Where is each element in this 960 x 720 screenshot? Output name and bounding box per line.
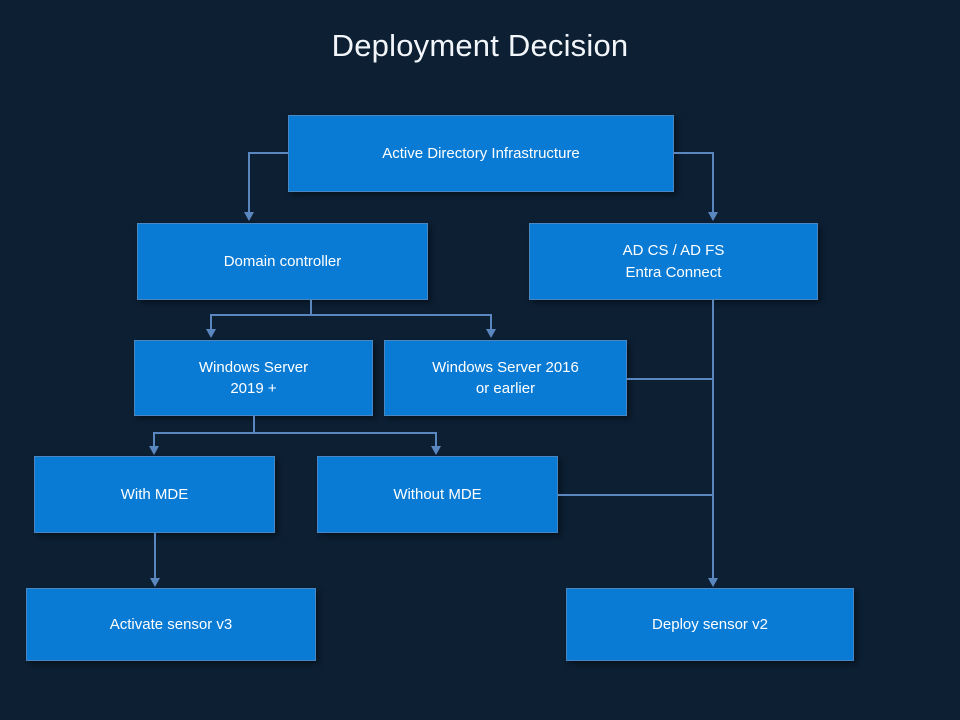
connector-root-to-adcs-horizontal — [673, 152, 714, 154]
connector-ws2019-split-bar — [153, 432, 437, 434]
connector-with-mde-to-activate-sensor-v3 — [154, 533, 156, 579]
node-activate-sensor-v3[interactable]: Activate sensor v3 — [26, 588, 316, 661]
arrow-right-trunk-to-deploy-sensor-v2 — [708, 578, 718, 587]
arrow-ws2019-to-with-mde — [149, 446, 159, 455]
arrow-root-to-domain-controller — [244, 212, 254, 221]
connector-domain-controller-to-ws2016-drop — [490, 314, 492, 329]
arrow-root-to-adcs — [708, 212, 718, 221]
node-with-mde[interactable]: With MDE — [34, 456, 275, 533]
connector-root-to-domain-controller-horizontal — [248, 152, 289, 154]
connector-ws2019-stem — [253, 416, 255, 433]
connector-root-to-domain-controller-vertical — [248, 152, 250, 212]
connector-domain-controller-split-bar — [210, 314, 492, 316]
node-domain-controller[interactable]: Domain controller — [137, 223, 428, 300]
arrow-domain-controller-to-ws2019 — [206, 329, 216, 338]
connector-ws2016-to-right-trunk — [627, 378, 714, 380]
node-active-directory-infrastructure[interactable]: Active Directory Infrastructure — [288, 115, 674, 192]
node-deploy-sensor-v2[interactable]: Deploy sensor v2 — [566, 588, 854, 661]
connector-without-mde-to-right-trunk — [558, 494, 714, 496]
connector-ws2019-to-without-mde-drop — [435, 432, 437, 446]
arrow-with-mde-to-activate-sensor-v3 — [150, 578, 160, 587]
connector-root-to-adcs-vertical — [712, 152, 714, 212]
node-without-mde[interactable]: Without MDE — [317, 456, 558, 533]
node-adcs-adfs-entra-connect[interactable]: AD CS / AD FS Entra Connect — [529, 223, 818, 300]
connector-domain-controller-stem — [310, 300, 312, 315]
node-windows-server-2016-or-earlier[interactable]: Windows Server 2016 or earlier — [384, 340, 627, 416]
arrow-ws2019-to-without-mde — [431, 446, 441, 455]
arrow-domain-controller-to-ws2016 — [486, 329, 496, 338]
node-windows-server-2019-plus[interactable]: Windows Server 2019 + — [134, 340, 373, 416]
connector-right-trunk-vertical — [712, 300, 714, 580]
connector-domain-controller-to-ws2019-drop — [210, 314, 212, 329]
connector-ws2019-to-with-mde-drop — [153, 432, 155, 446]
page-title: Deployment Decision — [331, 28, 629, 63]
